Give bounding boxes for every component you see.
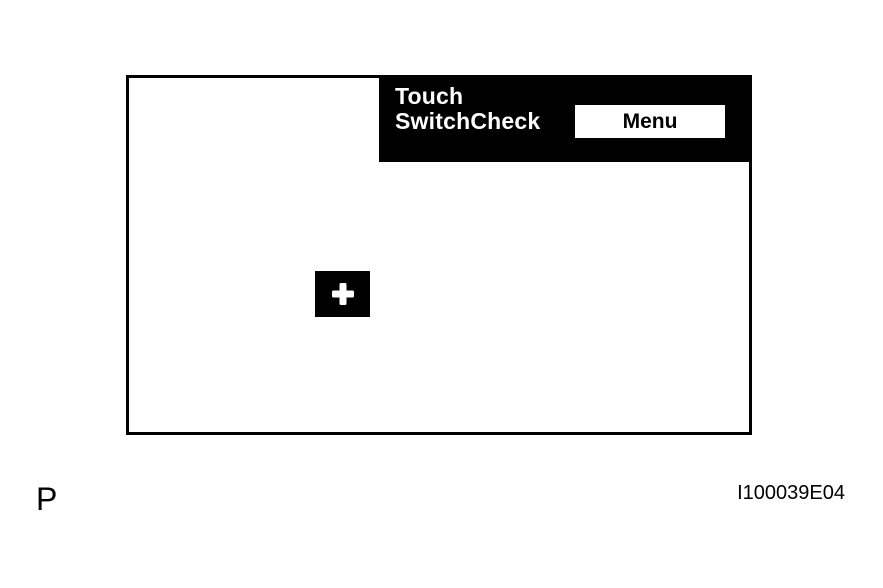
screen-title: Touch SwitchCheck	[395, 84, 540, 134]
screen-title-line1: Touch	[395, 83, 464, 109]
menu-button[interactable]: Menu	[575, 105, 725, 138]
header-panel: Touch SwitchCheck Menu	[379, 78, 749, 162]
corner-letter: P	[36, 481, 58, 517]
figure-id: I100039E04	[737, 482, 845, 504]
touch-target-button[interactable]	[315, 271, 370, 317]
touch-screen-display: Touch SwitchCheck Menu	[126, 75, 752, 435]
plus-icon	[331, 283, 354, 305]
screen-title-line2: SwitchCheck	[395, 108, 541, 134]
